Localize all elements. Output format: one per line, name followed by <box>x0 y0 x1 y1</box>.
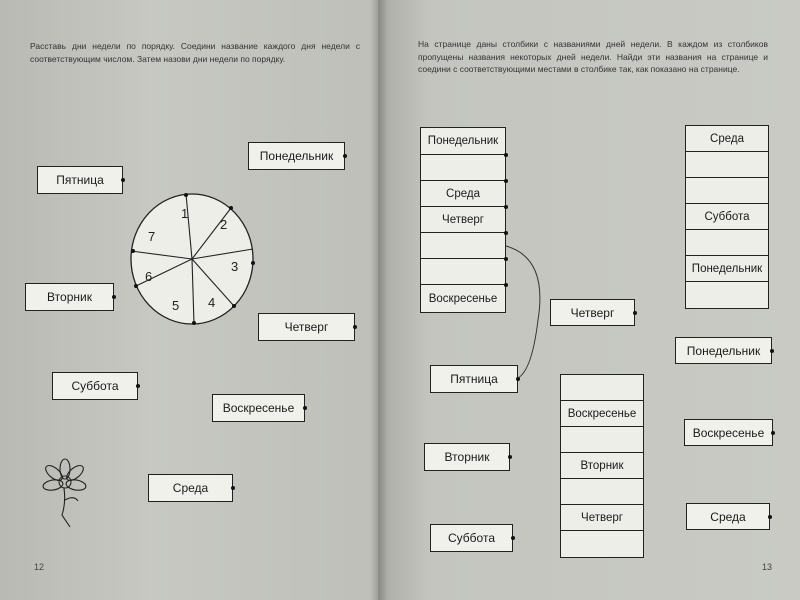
connector-dot <box>504 179 508 183</box>
column-cell[interactable]: Воскресенье <box>561 401 643 427</box>
loose-box-subbota[interactable]: Суббота <box>430 524 515 552</box>
day-box-subbota[interactable]: Суббота <box>52 372 140 400</box>
example-connecting-line <box>505 245 541 379</box>
column-cell[interactable] <box>686 152 768 178</box>
page-number-right: 13 <box>762 562 773 572</box>
column-cell[interactable] <box>561 531 643 557</box>
connector-dot <box>303 406 307 410</box>
column-cell[interactable] <box>561 427 643 453</box>
connector-dot <box>112 295 116 299</box>
column-cell[interactable]: Четверг <box>561 505 643 531</box>
connector-dot <box>516 377 520 381</box>
connector-dot <box>633 310 637 315</box>
column-cell[interactable]: Среда <box>686 126 768 152</box>
column-cell[interactable] <box>421 259 508 287</box>
wheel-number-2: 2 <box>220 217 227 232</box>
column-cell[interactable]: Понедельник <box>686 256 768 282</box>
loose-box-chetverg[interactable]: Четверг <box>550 299 637 326</box>
column-cell[interactable] <box>561 479 643 505</box>
column-cell[interactable]: Среда <box>421 181 508 209</box>
column-cell[interactable]: Четверг <box>421 207 508 235</box>
connector-dot <box>504 205 508 209</box>
column-cell[interactable] <box>686 282 768 308</box>
loose-box-ponedelnik[interactable]: Понедельник <box>675 337 774 364</box>
wheel-number-4: 4 <box>208 295 215 310</box>
loose-box-sreda[interactable]: Среда <box>686 503 772 530</box>
connector-dot <box>511 536 515 540</box>
connector-dot <box>353 325 357 329</box>
column-cell[interactable]: Воскресенье <box>428 292 498 305</box>
column-cell[interactable] <box>421 155 508 183</box>
weekday-wheel: 1 2 3 4 5 6 7 <box>130 193 255 325</box>
day-box-voskresenye[interactable]: Воскресенье <box>212 394 307 422</box>
connector-dot <box>504 257 508 261</box>
connector-dot <box>121 178 125 182</box>
connector-dot <box>771 430 775 435</box>
wheel-number-3: 3 <box>231 259 238 274</box>
page-number-left: 12 <box>34 562 45 572</box>
connector-dot <box>136 384 140 388</box>
loose-box-voskresenye[interactable]: Воскресенье <box>684 419 775 446</box>
column-cell[interactable]: Суббота <box>686 204 768 230</box>
column-cell[interactable]: Вторник <box>561 453 643 479</box>
weekday-column-2: Среда Суббота Понедельник <box>685 125 769 309</box>
day-box-vtornik[interactable]: Вторник <box>25 283 116 311</box>
wheel-number-5: 5 <box>172 298 179 313</box>
day-box-sreda[interactable]: Среда <box>148 474 235 502</box>
connector-dot <box>343 154 347 158</box>
column-cell[interactable]: Понедельник <box>421 128 508 157</box>
connector-dot <box>504 231 508 235</box>
left-instruction: Расставь дни недели по порядку. Соедини … <box>30 41 360 64</box>
loose-box-pyatnitsa[interactable]: Пятница <box>430 365 520 393</box>
connector-dot <box>231 486 235 490</box>
connector-dot <box>504 153 508 157</box>
column-cell[interactable] <box>421 233 508 261</box>
loose-box-vtornik[interactable]: Вторник <box>424 443 512 471</box>
connector-dot <box>504 283 508 287</box>
connector-dot <box>768 514 772 519</box>
flower-doodle <box>42 458 87 528</box>
day-box-chetverg[interactable]: Четверг <box>258 313 357 341</box>
right-instruction: На странице даны столбики с названиями д… <box>418 39 768 74</box>
weekday-column-1: Понедельник Среда Четверг Воскресенье <box>420 127 508 313</box>
connector-dot <box>770 348 774 353</box>
day-box-ponedelnik[interactable]: Понедельник <box>248 142 347 170</box>
wheel-number-7: 7 <box>148 229 155 244</box>
day-box-pyatnitsa[interactable]: Пятница <box>37 166 125 194</box>
column-cell[interactable] <box>686 230 768 256</box>
weekday-column-3: Воскресенье Вторник Четверг <box>560 374 644 558</box>
column-cell[interactable] <box>686 178 768 204</box>
column-cell[interactable] <box>561 375 643 401</box>
book-fold <box>370 0 388 600</box>
connector-dot <box>508 455 512 459</box>
wheel-number-1: 1 <box>181 206 188 221</box>
wheel-number-6: 6 <box>145 269 152 284</box>
